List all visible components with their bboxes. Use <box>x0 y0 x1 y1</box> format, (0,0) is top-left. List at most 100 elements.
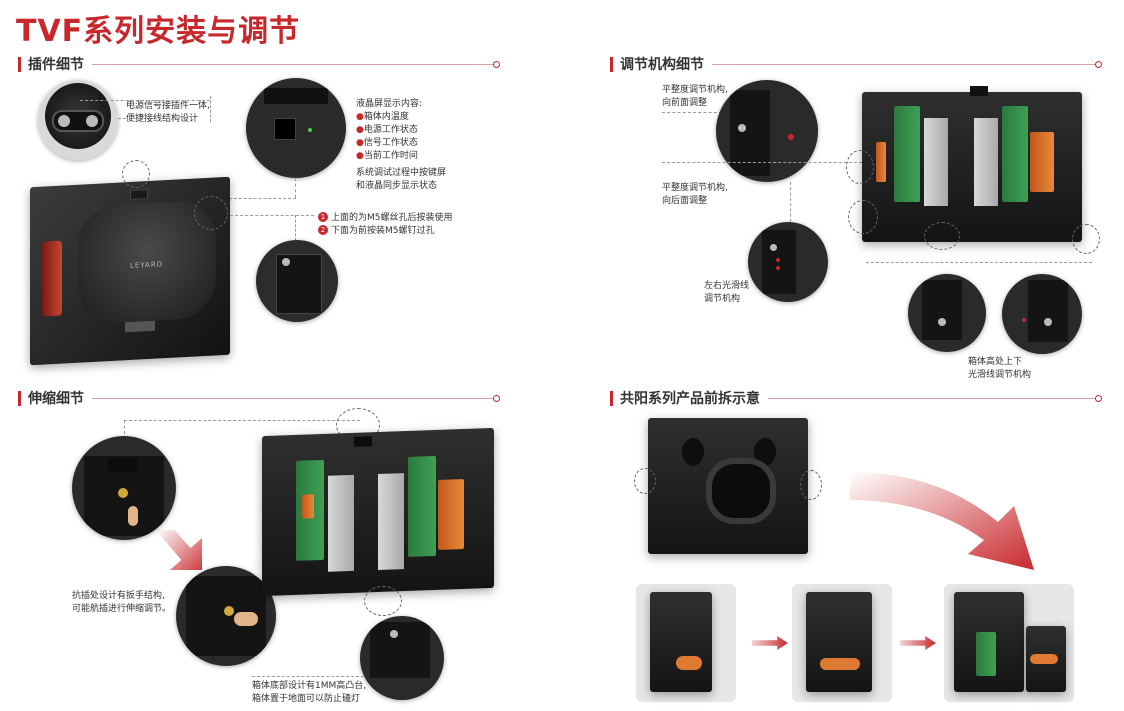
control-board <box>894 106 920 202</box>
cabinet-edge <box>762 230 796 294</box>
cabinet-back-panel <box>706 458 776 524</box>
removed-module <box>1026 626 1066 692</box>
leader-line <box>230 215 314 216</box>
cabinet-edge <box>922 280 962 340</box>
leader-line <box>295 215 296 241</box>
leader-line <box>118 118 126 119</box>
callout-adjust-lr: 左右光滑线 调节机构 <box>704 281 750 304</box>
cabinet-edge <box>1028 280 1068 342</box>
highlight-ring <box>800 470 822 500</box>
bullet-icon: ● <box>356 151 364 161</box>
section-bar <box>18 56 21 72</box>
leader-line <box>866 262 1092 263</box>
leader-line <box>80 100 210 101</box>
section-title-adjust: 调节机构细节 <box>620 57 704 73</box>
connector-pin-left <box>58 115 70 127</box>
adjust-knob-icon <box>776 266 780 270</box>
section-title-common-anode: 共阳系列产品前拆示意 <box>620 391 760 407</box>
leader-line <box>124 420 125 434</box>
big-direction-arrow-icon <box>850 472 1034 570</box>
callout-lcd: 液晶屏显示内容: ●箱体内温度 ●电源工作状态 ●信号工作状态 ●当前工作时间 … <box>356 99 447 191</box>
step-thumb-3 <box>944 584 1074 702</box>
status-led-icon <box>308 128 312 132</box>
callout-connector: 电源信号接插件一体, 便捷接线结构设计 <box>126 101 210 124</box>
section-header-plugin: 插件细节 <box>18 54 500 74</box>
screw-icon <box>1044 318 1052 326</box>
cabinet-side-handle <box>42 240 62 317</box>
cabinet-edge <box>730 90 770 176</box>
page-title: TVF系列安装与调节 <box>16 14 301 49</box>
callout-adjust-back: 平整度调节机构, 向后面调整 <box>662 183 728 206</box>
bump-detail-circle <box>360 616 444 700</box>
cabinet-side <box>806 592 872 692</box>
section-rule <box>712 60 1102 68</box>
bullet-icon: ● <box>356 138 364 148</box>
bullet-icon: ● <box>356 112 364 122</box>
highlight-ring <box>846 150 874 184</box>
lcd-top-bar <box>264 88 328 104</box>
highlight-ring <box>848 200 878 234</box>
cabinet-vent <box>682 438 704 466</box>
step-thumb-2 <box>792 584 892 702</box>
lr-adjust-detail-circle <box>748 222 828 302</box>
leader-line <box>295 178 296 198</box>
cabinet-side <box>650 592 712 692</box>
section-rule <box>92 60 500 68</box>
orange-handle <box>676 656 702 670</box>
orange-cable <box>438 478 464 550</box>
section-header-adjust: 调节机构细节 <box>610 54 1102 74</box>
cabinet-front-view <box>862 86 1082 242</box>
leader-line <box>662 162 862 163</box>
section-header-common-anode: 共阳系列产品前拆示意 <box>610 388 1102 408</box>
highlight-ring <box>1072 224 1100 254</box>
step-arrow-icon <box>752 636 788 650</box>
corner-detail-circle <box>256 240 338 322</box>
screw-icon <box>938 318 946 326</box>
lcd-item: ●电源工作状态 <box>356 125 418 135</box>
screw-icon <box>224 606 234 616</box>
lcd-item: ●箱体内温度 <box>356 112 409 122</box>
section-title-plugin: 插件细节 <box>28 57 84 73</box>
direction-arrow-icon <box>156 530 202 570</box>
control-board <box>408 455 436 557</box>
cabinet-top-connector <box>354 436 372 447</box>
screw-icon <box>118 488 128 498</box>
wrench-turn-detail-circle <box>176 566 276 666</box>
orange-handle <box>1030 654 1058 664</box>
screw-icon <box>770 244 777 251</box>
leader-line <box>662 112 722 113</box>
cabinet-side <box>954 592 1024 692</box>
section-rule <box>92 394 500 402</box>
highlight-ring <box>924 222 960 250</box>
cabinet-label-plate <box>125 320 155 333</box>
highlight-ring <box>364 586 402 616</box>
cabinet-vent <box>754 438 776 466</box>
highlight-ring <box>194 196 228 230</box>
callout-bump: 箱体底部设计有1MM高凸台, 箱体置于地面可以防止磕灯 <box>252 681 367 704</box>
section-bar <box>610 390 613 406</box>
connector-block <box>108 458 138 472</box>
highlight-ring <box>122 160 150 188</box>
power-supply <box>974 118 998 206</box>
orange-cable <box>1030 132 1054 192</box>
connector-detail-circle <box>38 80 118 160</box>
leader-line <box>252 676 364 677</box>
adjust-knob-icon <box>776 258 780 262</box>
adjust-knob-icon <box>788 134 794 140</box>
power-supply <box>378 473 404 570</box>
orange-cable <box>876 142 886 182</box>
control-board <box>1002 106 1028 202</box>
control-board <box>976 632 996 676</box>
leader-line <box>210 96 211 122</box>
callout-adjust-ud: 箱体高处上下 光滑线调节机构 <box>968 357 1032 380</box>
hand-icon <box>128 506 138 526</box>
section-bar <box>18 390 21 406</box>
leader-line <box>124 420 360 421</box>
section-bar <box>610 56 613 72</box>
step-thumb-1 <box>636 584 736 702</box>
section-rule <box>768 394 1102 402</box>
highlight-ring <box>634 468 656 494</box>
section-header-stretch: 伸缩细节 <box>18 388 500 408</box>
